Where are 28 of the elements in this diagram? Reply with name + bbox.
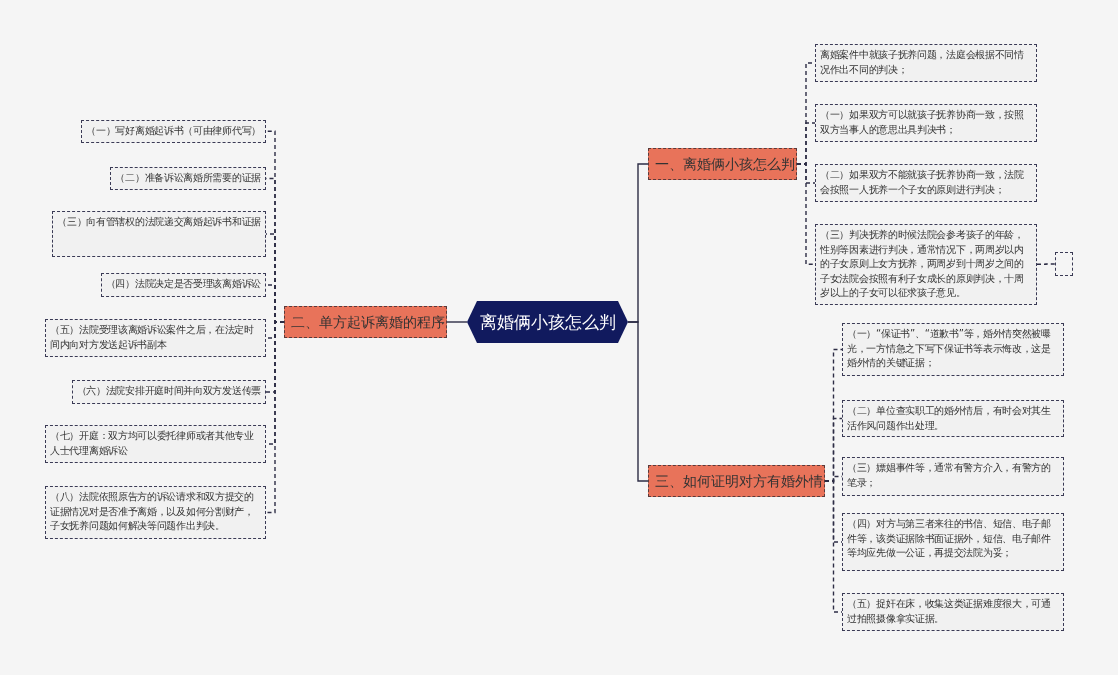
connector-line	[265, 321, 285, 514]
subtopic-box: （一）如果双方可以就孩子抚养协商一致，按照双方当事人的意思出具判决书；	[815, 104, 1037, 142]
subtopic-box: （三）向有管辖权的法院递交离婚起诉书和证据	[52, 211, 266, 257]
branch-topic: 一、离婚俩小孩怎么判	[648, 148, 797, 180]
empty-box	[1055, 252, 1073, 276]
subtopic-box: （一）“保证书”、“道歉书”等，婚外情突然被曝光，一方情急之下写下保证书等表示悔改，这是婚外情的关键证据；	[842, 323, 1064, 376]
subtopic-box: （二）单位查实职工的婚外情后，有时会对其生活作风问题作出处理。	[842, 400, 1064, 437]
subtopic-box: （六）法院安排开庭时间并向双方发送传票	[71, 380, 266, 404]
subtopic-box: （二）准备诉讼离婚所需要的证据	[110, 167, 266, 190]
subtopic-box: （七）开庭：双方均可以委托律师或者其他专业人士代理离婚诉讼	[45, 425, 266, 463]
connector-line	[446, 321, 468, 323]
subtopic-box: （三）嫖娼事件等，通常有警方介入，有警方的笔录；	[842, 457, 1064, 496]
subtopic-box: （五）法院受理该离婚诉讼案件之后，在法定时间内向对方发送起诉书副本	[45, 319, 266, 357]
subtopic-box: （三）判决抚养的时候法院会参考孩子的年龄，性别等因素进行判决，通常情况下，两周岁以内的子女原则上女方抚养，两周岁到十周岁之间的子女法院会按照有利子女成长的原则判决，十周岁以上的子女可以征求孩子意见。	[815, 224, 1037, 305]
branch-topic: 三、如何证明对方有婚外情	[648, 465, 825, 497]
topic-text: 离婚俩小孩怎么判	[479, 310, 616, 334]
connector-line	[627, 321, 649, 482]
subtopic-box: （四）对方与第三者来往的书信、短信、电子邮件等，该类证据除书面证据外，短信、电子邮件等均应先做一公证，再提交法院为妥；	[842, 513, 1064, 571]
subtopic-box: （一）写好离婚起诉书（可由律师代写）	[81, 120, 266, 143]
subtopic-box: （二）如果双方不能就孩子抚养协商一致，法院会按照一人抚养一个子女的原则进行判决；	[815, 164, 1037, 202]
branch-topic: 二、单方起诉离婚的程序	[284, 306, 447, 338]
hexagon-shape	[467, 301, 628, 343]
connector-line	[1036, 263, 1056, 265]
subtopic-box: （八）法院依照原告方的诉讼请求和双方提交的证据情况对是否准予离婚，以及如何分割财产，子女抚养问题如何解决等问题作出判决。	[45, 486, 266, 539]
subtopic-box: 离婚案件中就孩子抚养问题，法庭会根据不同情况作出不同的判决；	[815, 44, 1037, 82]
subtopic-box: （五）捉奸在床，收集这类证据难度很大，可通过拍照摄像拿实证据。	[842, 593, 1064, 631]
connector-line	[796, 163, 816, 265]
subtopic-box: （四）法院决定是否受理该离婚诉讼	[100, 273, 266, 297]
